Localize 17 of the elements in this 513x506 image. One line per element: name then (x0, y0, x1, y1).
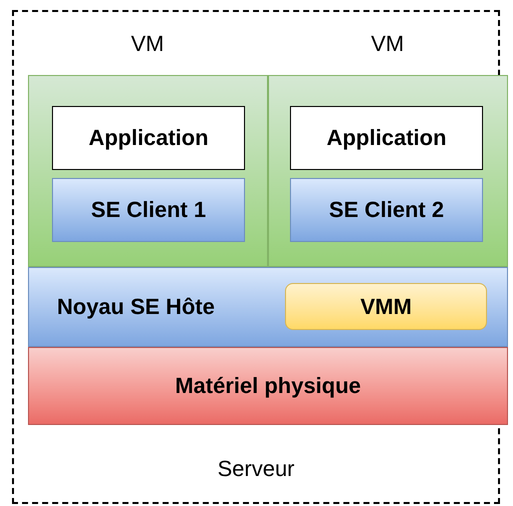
host-kernel-band (28, 267, 508, 347)
vm-heading: VM (371, 30, 404, 58)
box-label: SE Client 2 (329, 196, 444, 224)
vmm-box (285, 283, 487, 330)
vm-heading: VM (131, 30, 164, 58)
box-label: Application (88, 124, 208, 152)
box-label: Matériel physique (175, 372, 361, 400)
guest-os-box (52, 178, 245, 242)
application-box (52, 106, 245, 170)
box-label: Serveur (217, 454, 295, 482)
box-label: VMM (360, 292, 412, 320)
box-label: SE Client 1 (91, 196, 206, 224)
guest-os-box (290, 178, 483, 242)
application-box (290, 106, 483, 170)
box-label: Noyau SE Hôte (57, 293, 215, 321)
box-label: Application (326, 124, 446, 152)
hardware-band (28, 347, 508, 425)
